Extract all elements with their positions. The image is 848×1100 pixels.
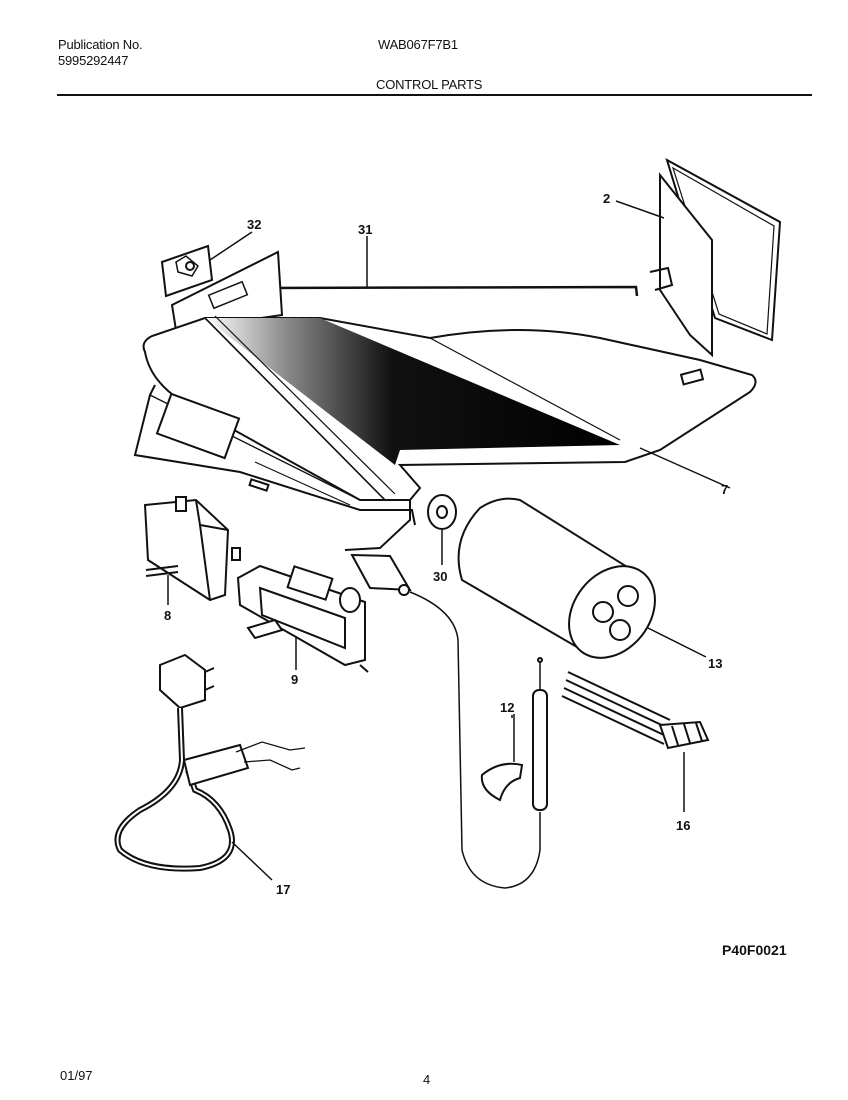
rear-plate — [170, 250, 284, 332]
callout-7: 7 — [721, 482, 728, 497]
publication-number: 5995292447 — [58, 53, 129, 68]
part-8-switch — [143, 496, 241, 602]
model-number: WAB067F7B1 — [378, 37, 458, 52]
part-7-control-housing — [133, 315, 757, 596]
part-30-washer — [427, 494, 457, 565]
part-31-rod — [260, 285, 639, 299]
part-2-panel — [649, 157, 782, 358]
part-13-capacitor — [457, 497, 707, 659]
page-number: 4 — [423, 1072, 431, 1087]
callout-32: 32 — [247, 217, 261, 232]
callout-12: 12 — [500, 700, 514, 715]
leader-lines — [167, 200, 665, 718]
figure-code: P40F0021 — [722, 942, 787, 958]
callout-17: 17 — [276, 882, 290, 897]
callout-13: 13 — [708, 656, 722, 671]
callout-31: 31 — [358, 222, 372, 237]
callout-16: 16 — [676, 818, 690, 833]
callout-30: 30 — [433, 569, 447, 584]
header-rule — [57, 94, 812, 96]
footer-date: 01/97 — [60, 1068, 93, 1083]
publication-label: Publication No. — [58, 37, 143, 52]
part-16-wire-harness — [561, 671, 710, 812]
part-9-slide-control — [236, 564, 369, 673]
part-12-sensor — [409, 591, 548, 889]
part-17-power-cord — [114, 653, 306, 881]
callout-9: 9 — [291, 672, 298, 687]
callout-2: 2 — [603, 191, 610, 206]
part-32-bracket — [160, 244, 214, 298]
callout-8: 8 — [164, 608, 171, 623]
section-title: CONTROL PARTS — [376, 77, 483, 92]
